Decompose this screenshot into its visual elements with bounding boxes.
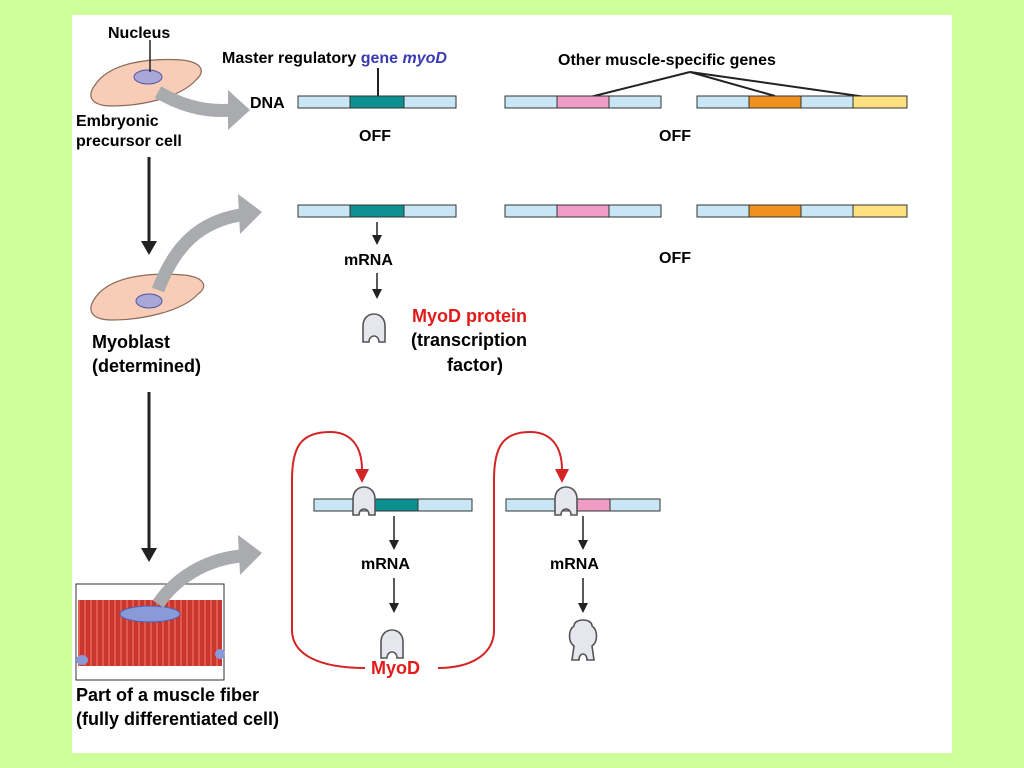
mrna-label-3: mRNA: [550, 556, 599, 573]
muscle-fiber-icon: [75, 583, 225, 681]
myoblast-label: Myoblast: [92, 332, 170, 352]
embryonic-label-1: Embryonic: [76, 113, 159, 130]
myod-gene-1: [349, 95, 405, 109]
orange-pointer: [689, 71, 776, 97]
down-arrow-1-head: [141, 241, 157, 255]
off-label-2: OFF: [659, 128, 691, 145]
determined-label: (determined): [92, 356, 201, 376]
master-regulatory-label: Master regulatory gene myoD: [222, 50, 447, 67]
dna-row-3: [313, 498, 661, 512]
myod-loop-label: MyoD: [371, 658, 420, 678]
factor-label: factor): [447, 355, 503, 375]
down-arrow-2-head: [141, 548, 157, 562]
myoblast-cell-icon: [90, 273, 205, 321]
mrna-label-2: mRNA: [361, 556, 410, 573]
nucleus-icon: [133, 69, 163, 85]
myod-protein-label: MyoD protein: [412, 306, 527, 326]
embryonic-label-2: precursor cell: [76, 133, 182, 150]
muscle-fiber-label-1: Part of a muscle fiber: [76, 685, 259, 705]
off-label-3: OFF: [659, 250, 691, 267]
mrna-label-1: mRNA: [344, 252, 393, 269]
feedback-loop-left: [291, 430, 366, 669]
nucleus-label: Nucleus: [108, 25, 170, 42]
dna-row-1: [297, 95, 908, 109]
gray-arrow-3-icon: [152, 535, 262, 608]
dna-label: DNA: [250, 95, 285, 112]
gray-arrow-1-icon: [154, 86, 250, 130]
yellow-pointer: [689, 71, 881, 100]
muscle-fiber-label-2: (fully differentiated cell): [76, 709, 279, 729]
gray-arrow-2-icon: [151, 194, 262, 293]
other-genes-label: Other muscle-specific genes: [558, 52, 776, 69]
off-label-1: OFF: [359, 128, 391, 145]
muscle-protein-icon: [568, 619, 598, 661]
dna-row-2: [297, 204, 908, 218]
feedback-loop-right: [437, 430, 563, 669]
pink-pointer: [581, 71, 691, 100]
transcription-label: (transcription: [411, 330, 527, 350]
